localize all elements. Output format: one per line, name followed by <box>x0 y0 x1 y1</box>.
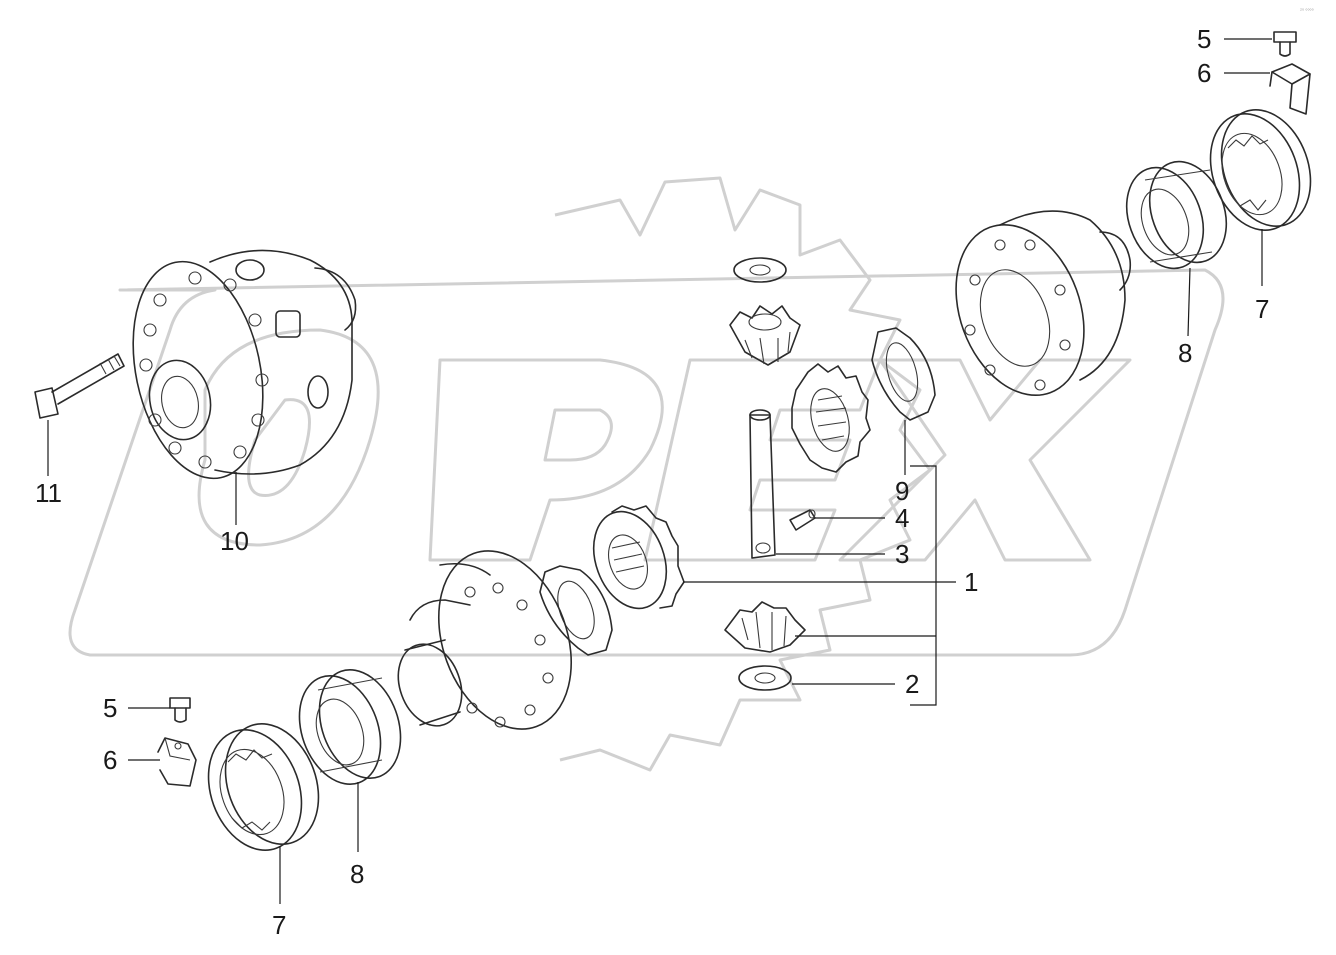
differential-housing-assembly-icon <box>132 249 357 480</box>
adjusting-nut-top-icon <box>1209 109 1312 231</box>
thrust-washer-top-icon <box>733 257 787 283</box>
thrust-washer-left-icon <box>539 565 613 656</box>
callout-7-bottom: 7 <box>272 910 286 940</box>
callout-2: 2 <box>905 669 919 699</box>
callout-6-top: 6 <box>1197 58 1211 88</box>
thrust-washer-right-icon <box>871 327 936 421</box>
side-gear-left-icon <box>592 505 685 610</box>
lock-pin-icon <box>789 509 816 531</box>
pinion-gear-top-icon <box>729 305 801 366</box>
case-half-left-icon <box>397 550 573 730</box>
callout-5-bottom: 5 <box>103 693 117 723</box>
watermark-logo <box>68 268 1225 657</box>
case-half-right-icon <box>955 210 1132 397</box>
lock-plate-bottom-icon <box>157 737 197 787</box>
thrust-washer-bottom-icon <box>738 665 792 691</box>
side-gear-right-icon <box>791 363 871 473</box>
callout-1: 1 <box>964 567 978 597</box>
callout-9: 9 <box>895 476 909 506</box>
callout-labels: 5 6 7 8 11 10 9 4 3 1 2 5 6 8 7 <box>35 24 1269 940</box>
small-bolt-bottom-icon <box>169 697 191 723</box>
cross-shaft-icon <box>749 409 776 559</box>
watermark-gear <box>554 176 932 772</box>
lock-plate-top-icon <box>1269 63 1311 115</box>
callout-5-top: 5 <box>1197 24 1211 54</box>
pinion-gear-bottom-icon <box>724 601 806 653</box>
callout-7-top: 7 <box>1255 294 1269 324</box>
leader-lines <box>47 38 1272 904</box>
bolt-icon <box>34 353 125 419</box>
callout-3: 3 <box>895 539 909 569</box>
callout-8-bottom: 8 <box>350 859 364 889</box>
callout-8-top: 8 <box>1178 338 1192 368</box>
bearing-bottom-icon <box>298 668 402 786</box>
callout-10: 10 <box>220 526 249 556</box>
callout-4: 4 <box>895 503 909 533</box>
callout-11: 11 <box>35 478 62 508</box>
small-bolt-top-icon <box>1273 31 1297 57</box>
corner-mark: ₂₀ ₀₀₀₀ <box>1300 6 1314 12</box>
adjusting-nut-bottom-icon <box>207 723 320 851</box>
callout-6-bottom: 6 <box>103 745 117 775</box>
bearing-top-icon <box>1125 160 1228 270</box>
